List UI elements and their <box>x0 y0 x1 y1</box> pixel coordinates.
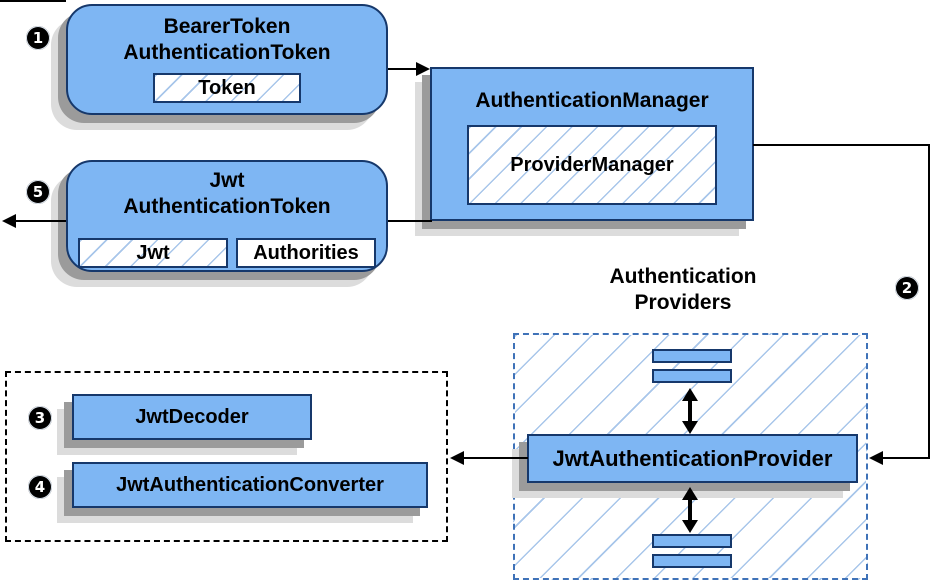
bearer-token-title-line2: AuthenticationToken <box>123 41 331 64</box>
arrowhead-right-icon <box>416 62 430 76</box>
arrowhead-left-icon <box>869 451 883 465</box>
connector-request-in <box>0 0 66 2</box>
authentication-providers-label: Authentication Providers <box>553 264 813 316</box>
connector-provider-to-decoders <box>464 457 528 459</box>
bearer-token-title-line1: BearerToken <box>163 15 291 38</box>
jwt-authentication-token-box: Jwt AuthenticationToken Jwt Authorities <box>66 160 388 272</box>
jwt-decoder-box: JwtDecoder <box>72 394 312 440</box>
step-3-badge: 3 <box>28 406 52 430</box>
provider-stack-bottom-bar-1 <box>652 534 732 548</box>
connector-bearer-to-manager <box>388 68 416 70</box>
arrowhead-left-icon <box>2 214 16 228</box>
step-5-badge: 5 <box>26 180 50 204</box>
authentication-manager-box: AuthenticationManager ProviderManager <box>430 67 754 221</box>
provider-manager-field: ProviderManager <box>467 125 717 205</box>
provider-stack-top-bar-2 <box>652 369 732 383</box>
bidirectional-arrow-icon <box>682 388 698 434</box>
connector-manager-to-provider-side <box>928 144 930 459</box>
step-1-badge: 1 <box>26 26 50 50</box>
decoders-group-box <box>5 371 448 542</box>
authorities-field: Authorities <box>236 238 376 268</box>
jwt-field: Jwt <box>78 238 228 268</box>
provider-stack-bottom-bar-2 <box>652 554 732 568</box>
jwt-token-title-line2: AuthenticationToken <box>123 195 331 218</box>
connector-manager-to-jwt-token <box>388 220 432 222</box>
authentication-manager-title: AuthenticationManager <box>475 89 709 112</box>
connector-manager-to-provider-top <box>753 144 930 146</box>
authentication-providers-label-line2: Providers <box>634 291 732 314</box>
bearer-token-authentication-token-box: BearerToken AuthenticationToken Token <box>66 4 388 115</box>
provider-stack-top-bar-1 <box>652 349 732 363</box>
token-field: Token <box>153 73 301 103</box>
bidirectional-arrow-icon <box>682 487 698 533</box>
step-4-badge: 4 <box>28 475 52 499</box>
connector-manager-to-provider-bottom <box>883 457 930 459</box>
jwt-authentication-converter-box: JwtAuthenticationConverter <box>72 462 428 508</box>
jwt-token-title-line1: Jwt <box>209 169 245 192</box>
step-2-badge: 2 <box>895 276 919 300</box>
arrowhead-left-icon <box>450 451 464 465</box>
jwt-authentication-provider-box: JwtAuthenticationProvider <box>527 434 858 483</box>
connector-jwt-token-out <box>14 220 66 222</box>
authentication-providers-label-line1: Authentication <box>609 265 757 288</box>
